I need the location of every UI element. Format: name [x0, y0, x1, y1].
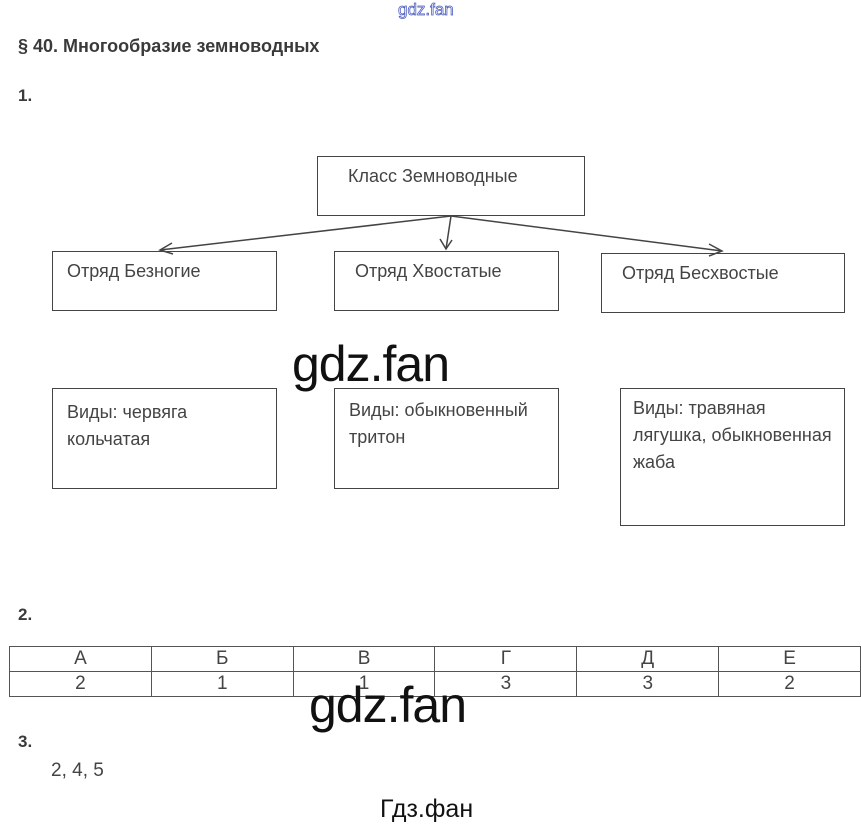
watermark-mid-2: gdz.fan [309, 677, 467, 733]
species-box-legless: Виды: червяга кольчатая [52, 388, 277, 489]
table-cell: 2 [718, 671, 861, 697]
task-2-number: 2. [18, 605, 33, 624]
table-cell: 1 [150, 671, 294, 697]
task-1-number: 1. [18, 86, 33, 105]
table-header: Г [434, 646, 578, 672]
task-3-answer: 2, 4, 5 [51, 760, 104, 781]
task-3-number: 3. [18, 732, 33, 751]
species-box-tailed: Виды: обыкновенный тритон [334, 388, 559, 489]
table-row: 2 1 1 3 3 2 [9, 671, 861, 697]
table-header-row: А Б В Г Д Е [9, 646, 861, 672]
species-box-tailless: Виды: травяная лягушка, обыкновенная жаб… [620, 388, 845, 526]
arrowhead-middle [439, 238, 453, 251]
watermark-mid-1: gdz.fan [292, 336, 450, 392]
table-cell: 3 [576, 671, 720, 697]
page-title: § 40. Многообразие земноводных [18, 36, 320, 56]
watermark-top: gdz.fan [398, 0, 455, 19]
table-cell: 1 [292, 671, 436, 697]
table-cell: 2 [9, 671, 152, 697]
arrow-left [159, 215, 452, 251]
table-header: Д [576, 646, 720, 672]
order-box-tailed: Отряд Хвостатые [334, 251, 559, 311]
arrowhead-right [708, 243, 724, 257]
watermark-bottom: Гдз.фан [380, 795, 474, 823]
arrow-middle [445, 215, 452, 250]
table-header: Б [150, 646, 294, 672]
arrowhead-left [158, 242, 174, 255]
answer-table: А Б В Г Д Е 2 1 1 3 3 2 [9, 646, 861, 697]
order-box-tailless: Отряд Бесхвостые [601, 253, 845, 313]
arrow-right [450, 215, 723, 252]
diagram-arrows [158, 215, 724, 257]
order-box-legless: Отряд Безногие [52, 251, 277, 311]
table-header: Е [718, 646, 861, 672]
table-header: А [9, 646, 152, 672]
table-header: В [292, 646, 436, 672]
class-box: Класс Земноводные [317, 156, 585, 216]
